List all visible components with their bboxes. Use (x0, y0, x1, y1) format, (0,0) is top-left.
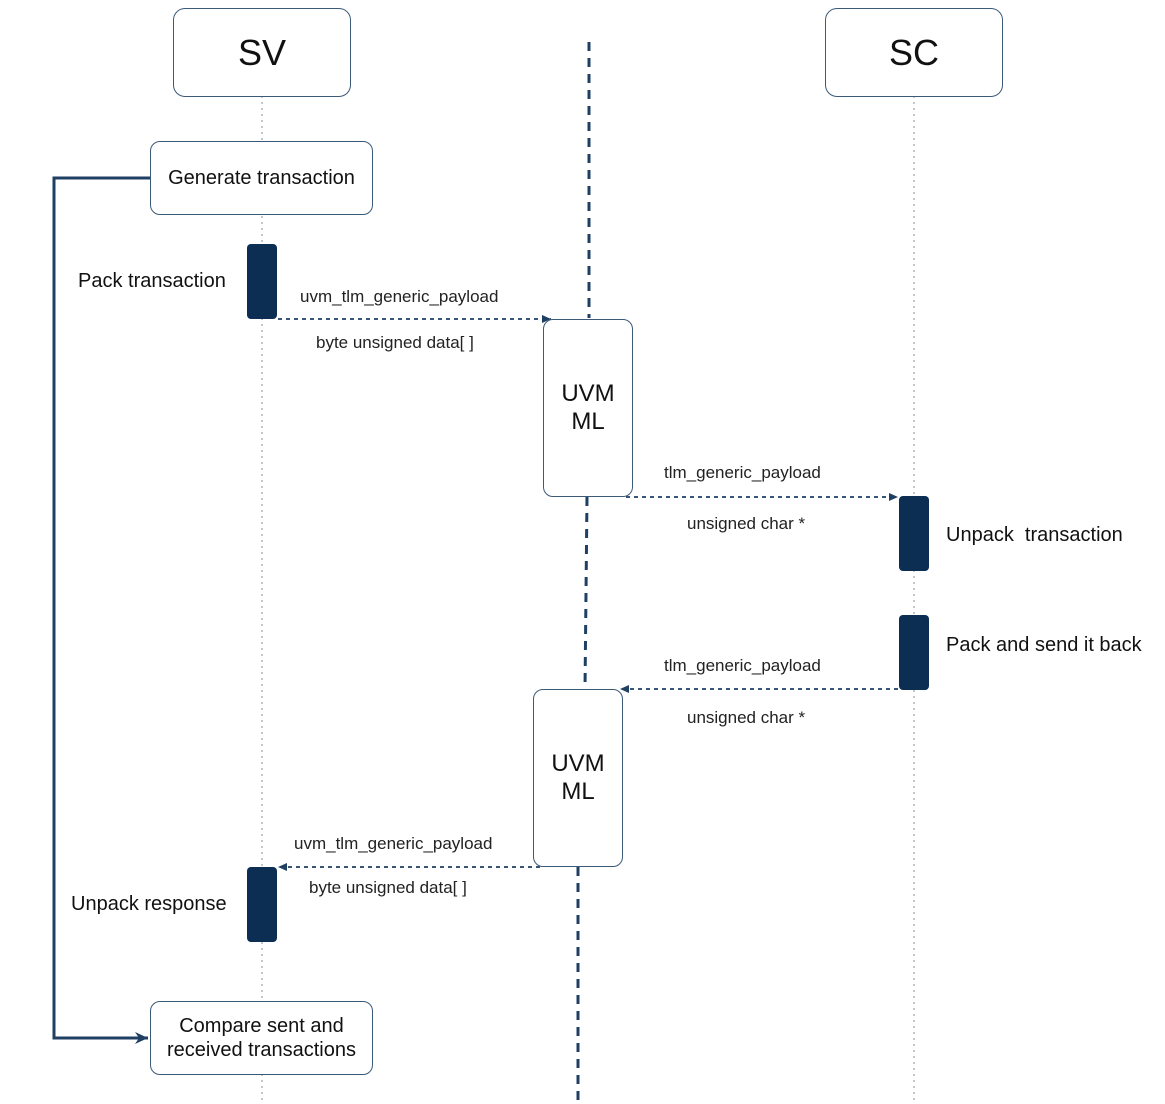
participant-sc: SC (825, 8, 1003, 97)
message-1-data-label: byte unsigned data[ ] (316, 333, 474, 352)
uvm-ml-box-1: UVM ML (543, 319, 633, 497)
participant-sv-label: SV (237, 31, 287, 73)
generate-transaction-box: Generate transaction (150, 141, 373, 215)
uvm-ml-box-2: UVM ML (533, 689, 623, 867)
uvm-ml-label-2: UVM ML (551, 750, 605, 805)
compare-transactions-box: Compare sent and received transactions (150, 1001, 373, 1075)
message-1-type-label: uvm_tlm_generic_payload (300, 287, 499, 306)
message-2-data-label: unsigned char * (687, 514, 806, 533)
activation-pack-sv (247, 244, 277, 319)
activation-unpack-sc (899, 496, 929, 571)
uvm-lifeline-middle (583, 496, 589, 690)
activation-pack-sc (899, 615, 929, 690)
message-3-data-label: unsigned char * (687, 708, 806, 727)
generate-transaction-label: Generate transaction (168, 167, 355, 189)
participant-sv: SV (173, 8, 351, 97)
activation-unpack-sv (247, 867, 277, 942)
message-4-type-label: uvm_tlm_generic_payload (294, 834, 493, 853)
pack-transaction-label: Pack transaction (78, 270, 226, 292)
unpack-response-label: Unpack response (71, 893, 227, 915)
message-2-type-label: tlm_generic_payload (664, 463, 821, 482)
participant-sc-label: SC (888, 31, 939, 73)
unpack-transaction-label: Unpack transaction (946, 524, 1123, 546)
message-4-data-label: byte unsigned data[ ] (309, 878, 467, 897)
pack-send-back-label: Pack and send it back (946, 634, 1142, 656)
loop-connector (52, 176, 150, 1044)
message-3-type-label: tlm_generic_payload (664, 656, 821, 675)
uvm-ml-label-1: UVM ML (561, 380, 615, 435)
compare-transactions-label: Compare sent and received transactions (167, 1015, 356, 1061)
